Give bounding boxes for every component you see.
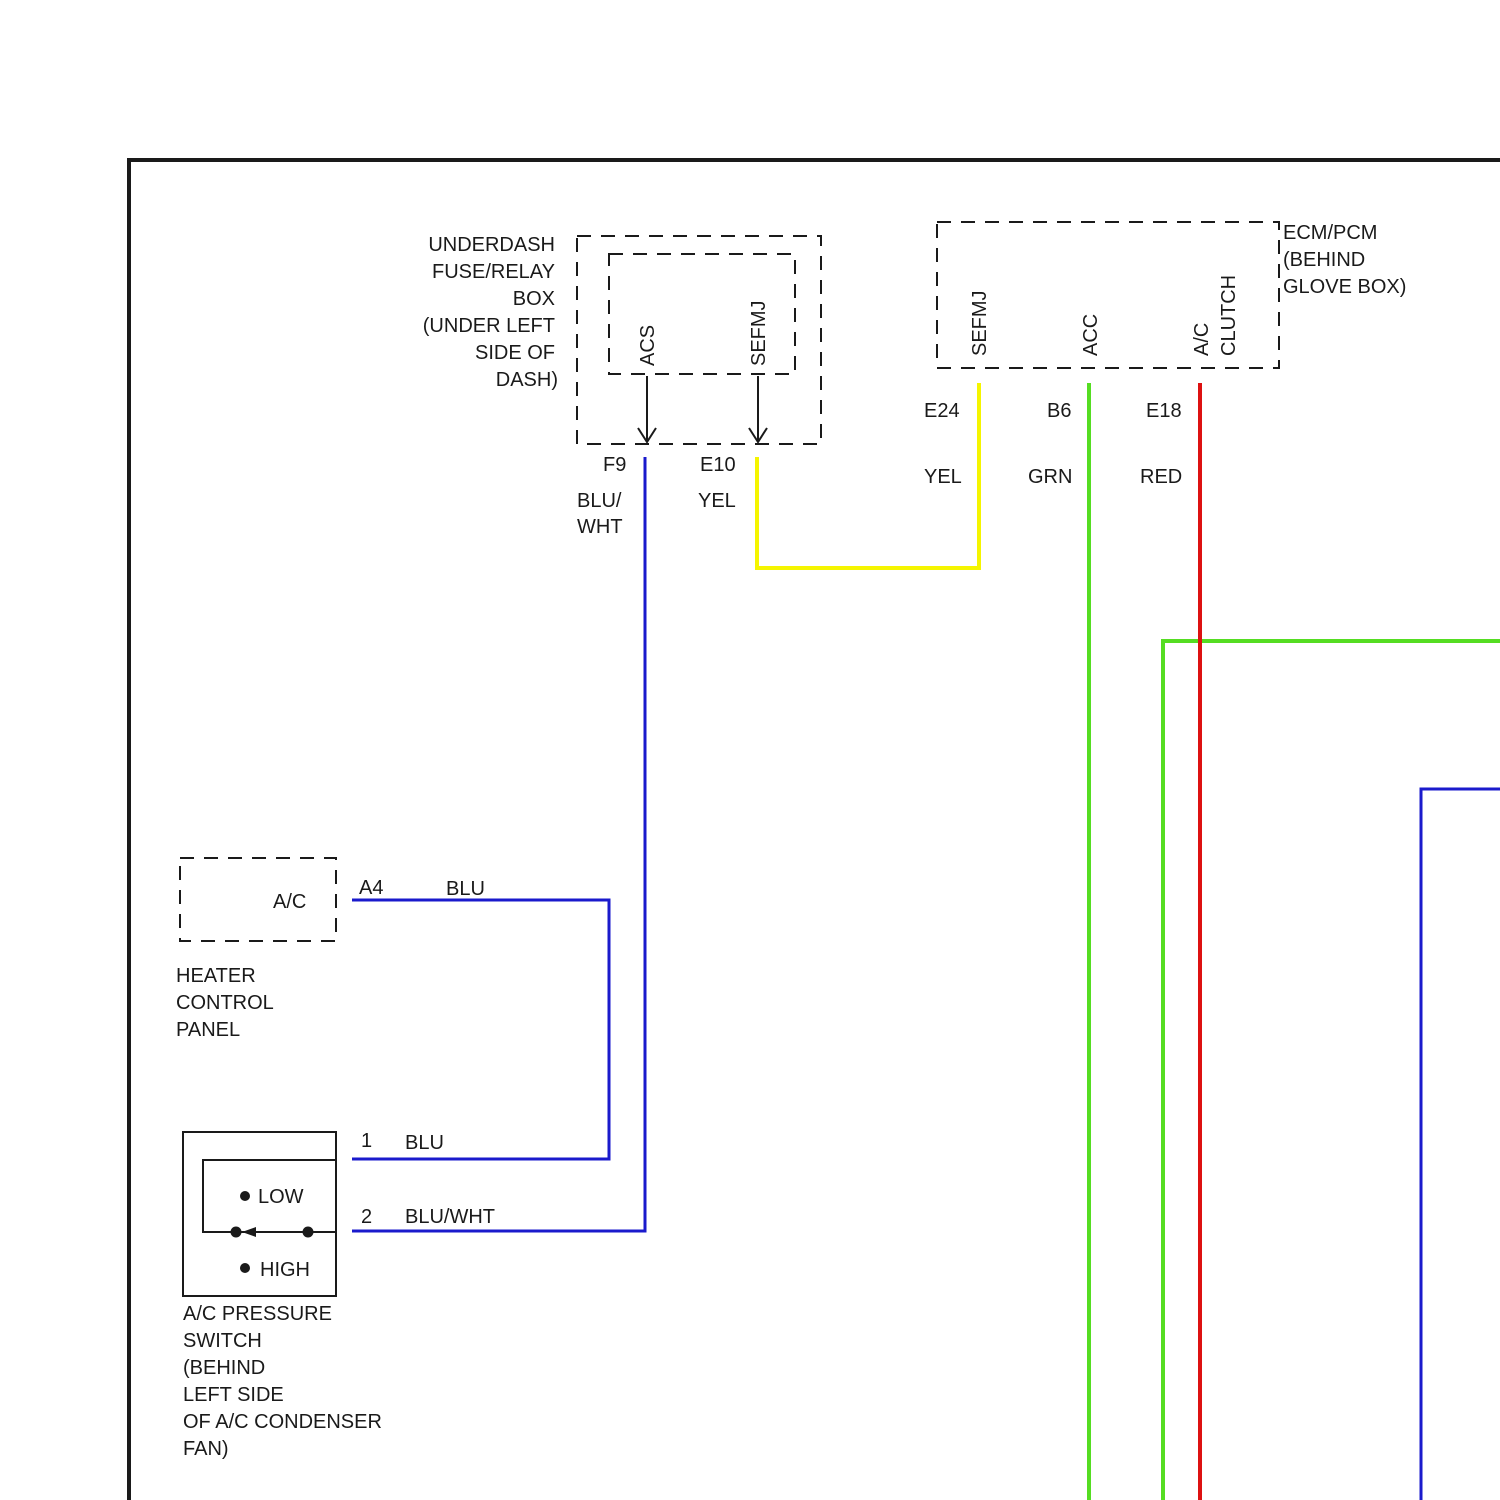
- ecm-label-line: (BEHIND: [1283, 249, 1365, 271]
- wire-grn-branch[interactable]: [1163, 641, 1500, 1500]
- switch-pin-1: 1: [361, 1130, 372, 1152]
- wire-color-f9-line2: WHT: [577, 516, 623, 538]
- wire-color-pin2: BLU/WHT: [405, 1206, 495, 1228]
- connector-f9: F9: [603, 454, 626, 476]
- ac-pressure-switch: LOW HIGH 1 BLU 2 BLU/WHT A/C PRESSURE SW…: [183, 1130, 495, 1460]
- connector-a4: A4: [359, 877, 383, 899]
- fuse-box-label-line: BOX: [513, 288, 555, 310]
- ecm-label-line: ECM/PCM: [1283, 222, 1377, 244]
- fuse-box-label: UNDERDASH FUSE/RELAY BOX (UNDER LEFT SID…: [423, 234, 558, 391]
- pin-acs: ACS: [637, 325, 659, 366]
- heater-label-line: HEATER: [176, 965, 256, 987]
- wire-color-f9-line1: BLU/: [577, 490, 622, 512]
- switch-dot-high: [240, 1263, 250, 1273]
- fuse-box-label-line: SIDE OF: [475, 342, 555, 364]
- wire-color-a4: BLU: [446, 878, 485, 900]
- heater-label-line: PANEL: [176, 1019, 240, 1041]
- switch-high-label: HIGH: [260, 1259, 310, 1281]
- switch-label-line: LEFT SIDE: [183, 1384, 284, 1406]
- switch-dot-low: [240, 1191, 250, 1201]
- ecm-pcm: ECM/PCM (BEHIND GLOVE BOX) SEFMJ ACC A/C…: [924, 222, 1406, 488]
- pin-sefmj-ecm: SEFMJ: [969, 290, 991, 356]
- switch-label-line: OF A/C CONDENSER: [183, 1411, 382, 1433]
- switch-label-line: A/C PRESSURE: [183, 1303, 332, 1325]
- pin-sefmj-fuse: SEFMJ: [748, 300, 770, 366]
- pin-acc: ACC: [1080, 314, 1102, 356]
- pin-ac-line1: A/C: [1191, 323, 1213, 356]
- switch-label-line: SWITCH: [183, 1330, 262, 1352]
- switch-arrow-icon: [242, 1227, 256, 1237]
- diagram-frame: [129, 160, 1500, 1500]
- connector-b6: B6: [1047, 400, 1071, 422]
- connector-e10: E10: [700, 454, 736, 476]
- fuse-relay-box: UNDERDASH FUSE/RELAY BOX (UNDER LEFT SID…: [423, 234, 821, 538]
- heater-panel-outline: [180, 858, 336, 941]
- pin-clutch-line2: CLUTCH: [1218, 275, 1240, 356]
- wire-color-e24: YEL: [924, 466, 962, 488]
- wire-color-e10: YEL: [698, 490, 736, 512]
- heater-label-line: CONTROL: [176, 992, 274, 1014]
- pin-ac-heater: A/C: [273, 891, 306, 913]
- switch-dot-right: [303, 1227, 314, 1238]
- arrow-acs: [638, 376, 656, 442]
- wire-f9-blu-wht[interactable]: [352, 457, 645, 1231]
- switch-label-line: (BEHIND: [183, 1357, 265, 1379]
- ecm-label-line: GLOVE BOX): [1283, 276, 1406, 298]
- arrow-sefmj: [749, 376, 767, 442]
- switch-low-label: LOW: [258, 1186, 304, 1208]
- fuse-box-outline: [577, 236, 821, 444]
- wire-color-e18: RED: [1140, 466, 1182, 488]
- switch-label-line: FAN): [183, 1438, 229, 1460]
- switch-pin-2: 2: [361, 1206, 372, 1228]
- wire-color-b6: GRN: [1028, 466, 1072, 488]
- wire-color-pin1: BLU: [405, 1132, 444, 1154]
- wire-blu-right[interactable]: [1421, 789, 1500, 1500]
- fuse-box-label-line: (UNDER LEFT: [423, 315, 555, 337]
- fuse-box-label-line: DASH): [496, 369, 558, 391]
- wire-a4-blu[interactable]: [352, 900, 609, 1159]
- switch-dot-pivot: [231, 1227, 242, 1238]
- wires: [352, 383, 1500, 1500]
- connector-e24: E24: [924, 400, 960, 422]
- fuse-box-label-line: FUSE/RELAY: [432, 261, 555, 283]
- heater-control-panel: A/C A4 BLU HEATER CONTROL PANEL: [176, 858, 485, 1041]
- fuse-box-label-line: UNDERDASH: [428, 234, 555, 256]
- connector-e18: E18: [1146, 400, 1182, 422]
